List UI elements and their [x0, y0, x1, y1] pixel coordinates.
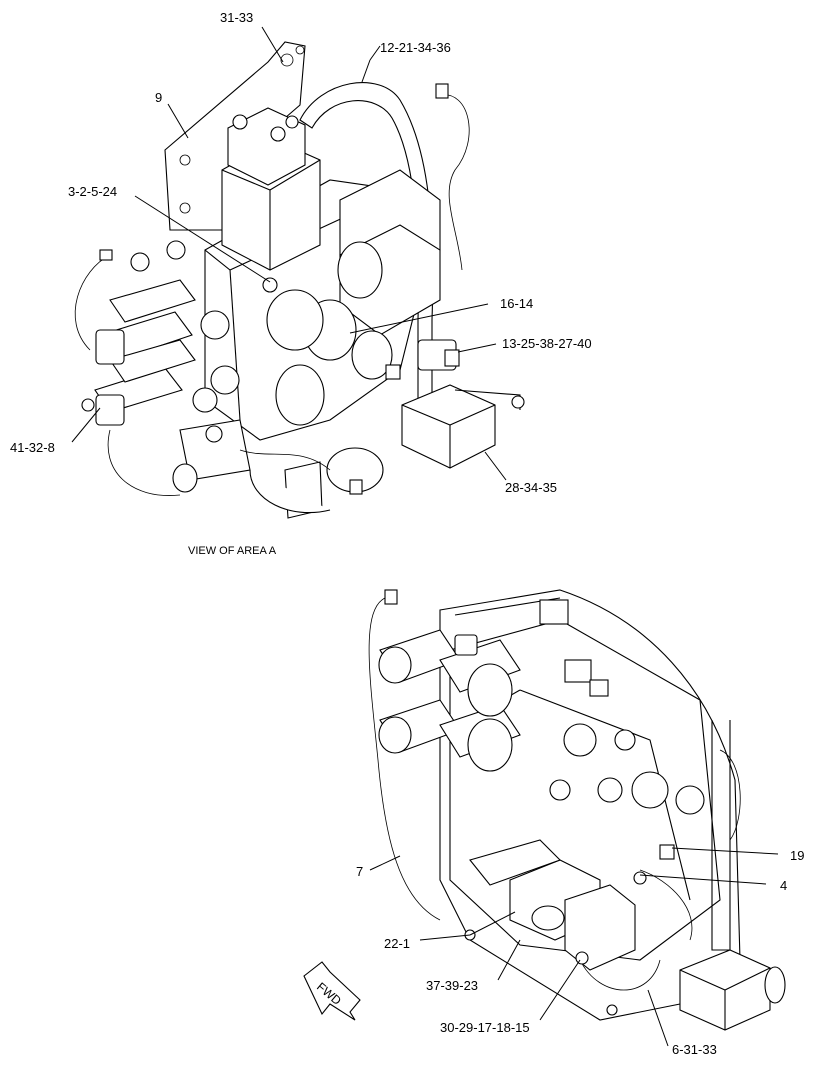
callout-label: 9: [155, 90, 162, 105]
callout-label: 13-25-38-27-40: [502, 336, 592, 351]
callout-label: 19: [790, 848, 804, 863]
callout-9: 9: [155, 90, 189, 139]
callout-37-39-23: 37-39-23: [426, 939, 521, 993]
callout-7: 7: [356, 855, 401, 879]
callout-label: 31-33: [220, 10, 253, 25]
callout-label: 3-2-5-24: [68, 184, 117, 199]
callout-label: 41-32-8: [10, 440, 55, 455]
callout-28-34-35: 28-34-35: [484, 451, 557, 495]
callout-12-21-34-36: 12-21-34-36: [361, 40, 451, 83]
callout-4: 4: [639, 874, 787, 893]
callout-label: 28-34-35: [505, 480, 557, 495]
callout-13-25-38-27-40: 13-25-38-27-40: [457, 336, 592, 353]
callout-label: 12-21-34-36: [380, 40, 451, 55]
callout-3-2-5-24: 3-2-5-24: [68, 184, 271, 283]
callout-30-29-17-18-15: 30-29-17-18-15: [440, 959, 581, 1035]
callout-label: 30-29-17-18-15: [440, 1020, 530, 1035]
callout-label: 4: [780, 878, 787, 893]
callout-label: 22-1: [384, 936, 410, 951]
callout-label: 6-31-33: [672, 1042, 717, 1057]
bottom-valve-assembly-drawing: [368, 589, 786, 1031]
callout-label: 7: [356, 864, 363, 879]
callout-22-1: 22-1: [384, 911, 516, 951]
callout-16-14: 16-14: [349, 296, 533, 334]
view-caption: VIEW OF AREA A: [188, 545, 277, 557]
callout-label: 16-14: [500, 296, 533, 311]
callout-label: 37-39-23: [426, 978, 478, 993]
callout-6-31-33: 6-31-33: [647, 989, 717, 1057]
callout-19: 19: [671, 847, 804, 863]
top-valve-assembly-drawing: [74, 41, 525, 519]
fwd-arrow-marker: FWD: [303, 961, 361, 1021]
callout-31-33: 31-33: [220, 10, 284, 63]
callout-41-32-8: 41-32-8: [10, 407, 101, 455]
